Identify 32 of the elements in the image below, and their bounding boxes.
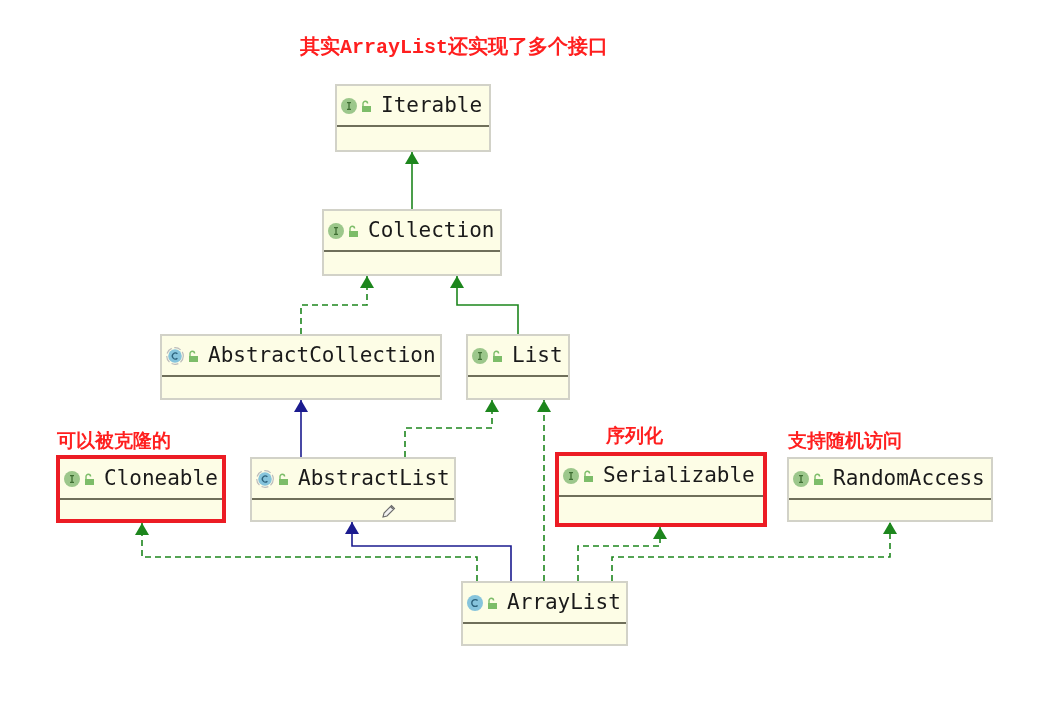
class-name: Serializable (603, 465, 755, 486)
arrow (294, 399, 308, 458)
annotation-label: 支持随机访问 (788, 429, 902, 453)
class-name: Iterable (381, 95, 483, 116)
uml-class-box (322, 209, 502, 276)
arrow (345, 521, 512, 582)
class-name: RandomAccess (833, 468, 985, 489)
arrow (450, 275, 519, 335)
class-name: AbstractList (298, 468, 450, 489)
dashed-arrow (135, 522, 478, 582)
dashed-arrow (611, 521, 897, 582)
uml-class-box (250, 457, 456, 522)
class-name: List (512, 345, 563, 366)
uml-class-box (555, 452, 767, 527)
dashed-arrow (404, 399, 499, 458)
annotation-label: 序列化 (606, 424, 663, 448)
uml-class-box (56, 455, 226, 523)
dashed-arrow (577, 526, 667, 582)
class-name: Collection (368, 220, 495, 241)
dashed-arrow (300, 275, 374, 335)
class-name: ArrayList (507, 592, 621, 613)
uml-class-box (787, 457, 993, 522)
uml-class-box (335, 84, 491, 152)
class-name: Cloneable (104, 468, 218, 489)
class-name: AbstractCollection (208, 345, 436, 366)
uml-class-box (461, 581, 628, 646)
uml-class-box (466, 334, 570, 400)
arrow (405, 151, 419, 210)
annotation-label: 可以被克隆的 (57, 429, 171, 453)
dashed-arrow (537, 399, 551, 582)
uml-class-box (160, 334, 442, 400)
diagram-title: 其实ArrayList还实现了多个接口 (300, 35, 609, 60)
